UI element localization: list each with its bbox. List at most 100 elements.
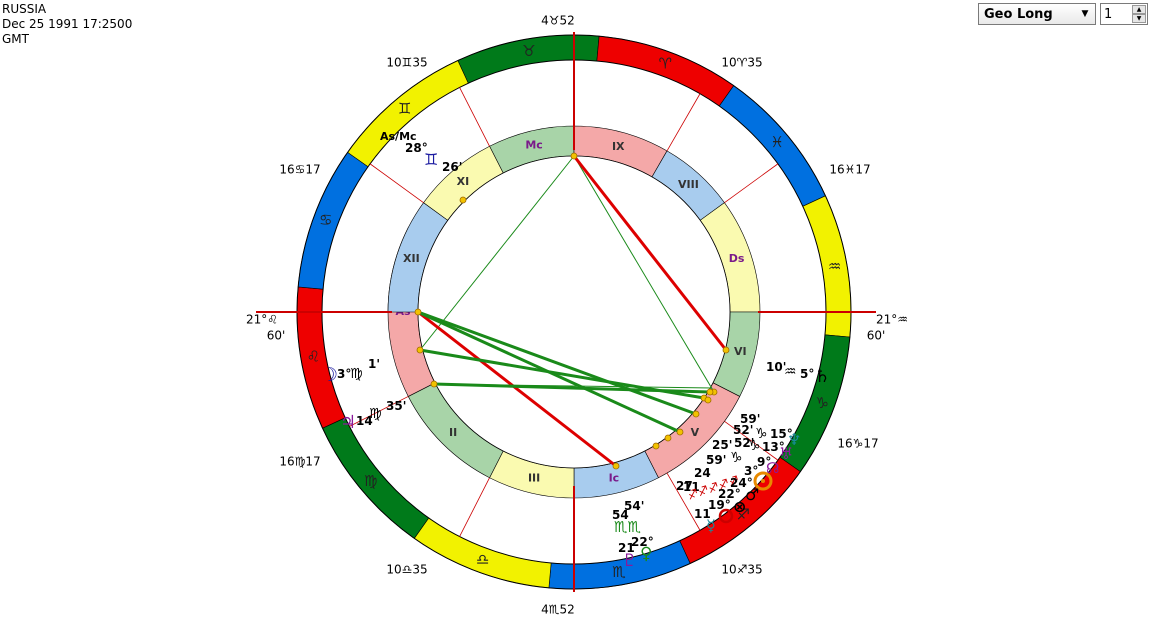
venus-sag-deg: 22° (718, 487, 741, 501)
capr-1: ♑ (755, 426, 768, 442)
timezone-text: GMT (2, 32, 29, 46)
house-cusp-line (666, 93, 701, 152)
cusp-degree-label: 10♐35 (721, 563, 762, 577)
capr-2: ♑ (748, 438, 761, 454)
cusp-degree-label: 4♉52 (541, 14, 575, 28)
step-spinner-value: 1 (1104, 7, 1113, 22)
spin-up-button[interactable]: ▲ (1132, 5, 1146, 14)
saturn-icon: ♄ (814, 366, 830, 387)
sun-icon (753, 471, 773, 491)
house-label: XII (403, 252, 420, 265)
pluto-sign: ♏♏ (614, 518, 641, 536)
sun-min: 59' (706, 453, 726, 467)
geo-long-select-value: Geo Long (984, 7, 1053, 22)
aspect-point (706, 388, 714, 396)
cusp-degree-label: 10♎35 (386, 563, 427, 577)
cusp-lines (349, 87, 779, 537)
aspect-point (676, 428, 684, 436)
jupiter-min: 35' (386, 399, 406, 413)
zodiac-sign-glyph: ♓ (770, 133, 783, 151)
planet-labels: As/Mc 28° ♊ 26' ☽ 3° ♍ 1' ♃ 14 ♍ 35' 10'… (321, 130, 830, 571)
aspect-line (433, 382, 711, 394)
aspect-point (722, 346, 730, 354)
pluto-icon: ♇ (622, 551, 637, 571)
cusp-degree-label: 4♏52 (541, 603, 575, 617)
red-planet-icon (718, 508, 734, 524)
step-spinner[interactable]: 1 ▲ ▼ (1100, 3, 1148, 25)
gemini-min: 26' (442, 160, 462, 174)
mercury2-label: 11 (694, 507, 711, 521)
cusp-degree-label: 10♈35 (721, 56, 762, 70)
sun-deg: 3° (744, 464, 758, 478)
aspect-point (459, 196, 467, 204)
zodiac-sign-glyph: ♎ (476, 551, 489, 569)
aspect-point (570, 152, 578, 160)
venus-deg: 22° (631, 535, 654, 549)
node-min: 25' (712, 438, 732, 452)
zodiac-sign-glyph: ♑ (816, 394, 829, 412)
aspect-point (704, 396, 712, 404)
zodiac-sign-glyph: ♌ (307, 348, 320, 366)
moon-deg: 3° (337, 367, 351, 381)
house-cusp-line (459, 477, 490, 537)
aspect-line (417, 310, 617, 468)
part-fortune-icon: ⊗ (733, 497, 746, 516)
cusp-minute-label: 60' (867, 329, 886, 343)
node-deg: 9° (757, 455, 771, 469)
house-label: III (528, 471, 540, 484)
chart-controls: Geo Long ▼ 1 ▲ ▼ (978, 3, 1148, 27)
zodiac-sign-glyph: ♍ (364, 472, 377, 490)
venus-sag-min: 11 (683, 480, 700, 494)
zodiac-sign-glyph: ♊ (398, 99, 411, 117)
venus-icon: ♀ (640, 544, 652, 564)
house-label: Ds (729, 252, 745, 265)
house-label: VIII (678, 178, 699, 191)
mercury-deg: 19° (708, 498, 731, 512)
cusp-minute-label: 60' (267, 329, 286, 343)
house-label: Mc (525, 139, 542, 152)
mars-icon: ♂ (745, 485, 759, 504)
uranus-deg-52: 52' (734, 436, 754, 450)
aspect-line (417, 310, 697, 416)
mars-min: 24 (694, 466, 711, 480)
datetime-text: Dec 25 1991 17:2500 (2, 17, 133, 31)
aspect-point (430, 380, 438, 388)
mars-deg: 24° (730, 476, 753, 490)
aspect-line (572, 155, 728, 351)
house-label: V (691, 426, 700, 439)
mercury2-deg: 27 (676, 479, 693, 493)
mercury-icon: ☿ (706, 516, 716, 535)
gemini-deg: 28° (405, 141, 428, 155)
cusp-degree-label: 16♋17 (279, 163, 320, 177)
house-cusp-line (724, 421, 779, 461)
uranus-deg: 13° (762, 440, 785, 454)
cusp-degree-label: 21°♌ (246, 313, 278, 327)
aspect-point (414, 308, 422, 316)
cusp-degree-label: 16♍17 (279, 455, 320, 469)
sun-icon-dot (761, 479, 765, 483)
uranus-min: 52' (733, 423, 753, 437)
uranus-icon: ♅ (779, 444, 793, 463)
gemini-icon: ♊ (424, 150, 438, 169)
house-cusp-line (666, 472, 701, 531)
chart-info: RUSSIA Dec 25 1991 17:2500 GMT (2, 2, 132, 47)
moon-sign: ♍ (350, 366, 363, 382)
house-label: VI (734, 345, 747, 358)
aspect-point (652, 442, 660, 450)
cusp-labels: 4♉5210♈3516♓1721°♒60'16♑1710♐354♏5210♎35… (246, 14, 908, 617)
house-cusp-line (349, 396, 409, 427)
jupiter-deg: 14 (356, 414, 373, 428)
aspect-line (419, 155, 575, 351)
asmc-label: As/Mc (380, 130, 417, 143)
jupiter-sign: ♍ (369, 406, 382, 422)
cusp-degree-label: 21°♒ (876, 313, 908, 327)
chevron-down-icon[interactable]: ▼ (1081, 9, 1089, 19)
spin-down-button[interactable]: ▼ (1132, 14, 1146, 23)
house-label: II (449, 426, 457, 439)
cusp-degree-label: 16♑17 (837, 437, 878, 451)
zodiac-sign-glyph: ♏ (612, 563, 626, 581)
zodiac-sign-glyph: ♉ (522, 42, 535, 60)
aspect-points (414, 152, 730, 470)
geo-long-select[interactable]: Geo Long ▼ (978, 3, 1096, 25)
